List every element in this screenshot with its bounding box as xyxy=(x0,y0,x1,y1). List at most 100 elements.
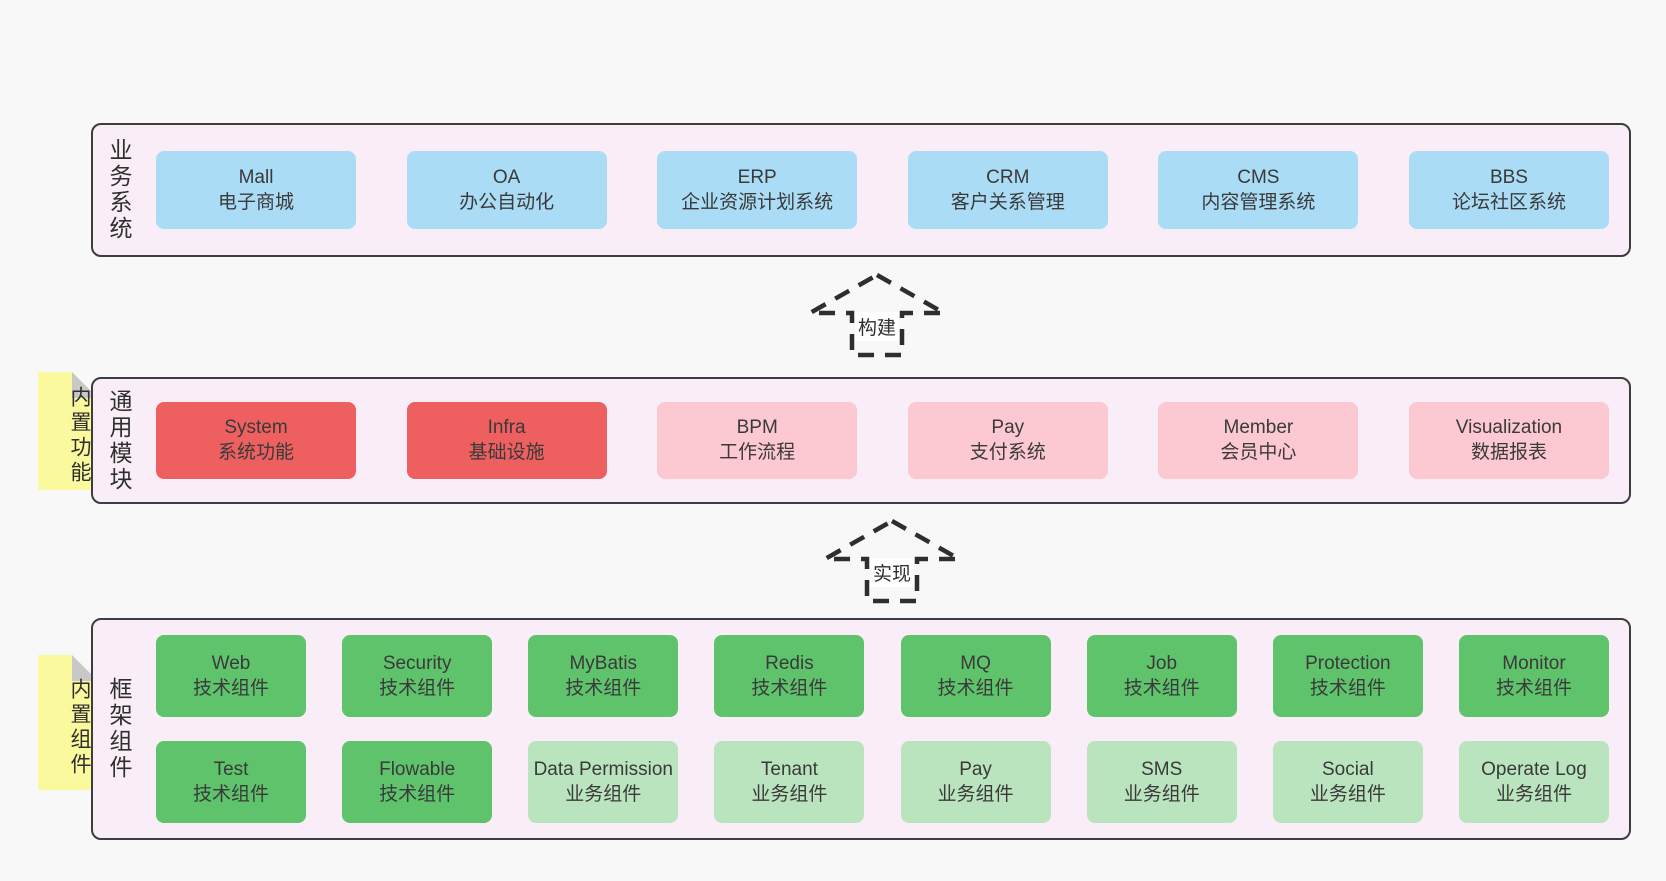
box-title: SMS xyxy=(1141,758,1183,780)
box-title: Redis xyxy=(765,652,814,674)
note-text: 内置功能 xyxy=(68,386,91,486)
box-subtitle: 内容管理系统 xyxy=(1201,191,1316,213)
box-sms: SMS 业务组件 xyxy=(1086,741,1237,823)
box-pay: Pay 业务组件 xyxy=(900,741,1051,823)
box-title: CMS xyxy=(1237,166,1280,188)
box-subtitle: 业务组件 xyxy=(1123,783,1200,805)
box-subtitle: 客户关系管理 xyxy=(950,191,1065,213)
box-redis: Redis 技术组件 xyxy=(714,635,865,717)
box-subtitle: 业务组件 xyxy=(565,783,642,805)
box-subtitle: 技术组件 xyxy=(192,783,269,805)
box-mybatis: MyBatis 技术组件 xyxy=(528,635,679,717)
section-label-business: 业务系统 xyxy=(106,138,132,242)
box-operate-log: Operate Log 业务组件 xyxy=(1458,741,1609,823)
box-subtitle: 办公自动化 xyxy=(459,191,555,213)
box-title: System xyxy=(224,417,288,438)
box-subtitle: 会员中心 xyxy=(1220,442,1297,463)
sticky-note-builtin-features: 内置功能 xyxy=(38,372,98,490)
box-title: BPM xyxy=(736,417,778,438)
box-subtitle: 技术组件 xyxy=(1495,677,1572,699)
box-title: Monitor xyxy=(1502,652,1566,674)
implement-arrow: 实现 xyxy=(816,518,968,604)
note-text: 内置组件 xyxy=(68,677,91,778)
box-title: Test xyxy=(213,758,249,780)
box-title: BBS xyxy=(1489,166,1528,188)
box-title: Visualization xyxy=(1455,417,1563,438)
box-erp: ERP 企业资源计划系统 xyxy=(657,151,858,229)
box-pay: Pay 支付系统 xyxy=(907,402,1108,479)
box-title: Member xyxy=(1223,417,1294,438)
box-security: Security 技术组件 xyxy=(342,635,493,717)
box-cms: CMS 内容管理系统 xyxy=(1158,151,1359,229)
business-boxes-row: Mall 电子商城 OA 办公自动化 ERP 企业资源计划系统 CRM 客户关系管理 CMS 内容… xyxy=(156,151,1609,229)
box-title: Job xyxy=(1146,652,1178,674)
box-title: CRM xyxy=(986,166,1030,188)
box-subtitle: 支付系统 xyxy=(969,442,1046,463)
box-bbs: BBS 论坛社区系统 xyxy=(1408,151,1609,229)
box-oa: OA 办公自动化 xyxy=(406,151,607,229)
box-subtitle: 技术组件 xyxy=(192,677,269,699)
box-title: Pay xyxy=(991,417,1025,438)
box-subtitle: 业务组件 xyxy=(1495,783,1572,805)
box-web: Web 技术组件 xyxy=(156,635,306,717)
box-test: Test 技术组件 xyxy=(156,741,306,823)
box-subtitle: 论坛社区系统 xyxy=(1451,191,1566,213)
box-mall: Mall 电子商城 xyxy=(156,151,356,229)
box-subtitle: 基础设施 xyxy=(468,442,545,463)
box-title: Infra xyxy=(487,417,526,438)
box-title: MQ xyxy=(960,652,991,674)
box-job: Job 技术组件 xyxy=(1086,635,1237,717)
box-subtitle: 电子商城 xyxy=(217,191,294,213)
box-monitor: Monitor 技术组件 xyxy=(1458,635,1609,717)
box-title: Protection xyxy=(1305,652,1391,674)
box-title: MyBatis xyxy=(569,652,638,674)
box-subtitle: 技术组件 xyxy=(379,677,456,699)
box-title: ERP xyxy=(737,166,777,188)
box-subtitle: 技术组件 xyxy=(1123,677,1200,699)
arrow-label: 实现 xyxy=(869,558,915,587)
build-arrow: 构建 xyxy=(801,272,953,358)
box-data-permission: Data Permission 业务组件 xyxy=(528,741,679,823)
box-subtitle: 技术组件 xyxy=(379,783,456,805)
box-title: Pay xyxy=(959,758,992,780)
box-title: OA xyxy=(492,166,521,188)
box-subtitle: 企业资源计划系统 xyxy=(681,191,834,213)
box-title: Data Permission xyxy=(533,758,673,780)
box-title: Mall xyxy=(238,166,274,188)
box-subtitle: 技术组件 xyxy=(751,677,828,699)
box-subtitle: 业务组件 xyxy=(751,783,828,805)
box-subtitle: 业务组件 xyxy=(937,783,1014,805)
box-subtitle: 技术组件 xyxy=(1309,677,1386,699)
box-subtitle: 技术组件 xyxy=(937,677,1014,699)
box-system: System 系统功能 xyxy=(156,402,356,479)
arrow-label: 构建 xyxy=(854,312,900,341)
box-subtitle: 数据报表 xyxy=(1470,442,1547,463)
box-subtitle: 系统功能 xyxy=(217,442,294,463)
dashed-up-arrow-icon xyxy=(801,272,953,358)
sticky-note-builtin-components: 内置组件 xyxy=(38,655,98,790)
box-protection: Protection 技术组件 xyxy=(1272,635,1423,717)
box-flowable: Flowable 技术组件 xyxy=(342,741,493,823)
box-title: Flowable xyxy=(379,758,456,780)
box-title: Operate Log xyxy=(1481,758,1587,780)
business-systems-section: 业务系统 Mall 电子商城 OA 办公自动化 ERP 企业资源计划系统 CRM 客户关系管理… xyxy=(91,123,1631,257)
box-tenant: Tenant 业务组件 xyxy=(714,741,865,823)
dashed-up-arrow-icon xyxy=(816,518,968,604)
section-label-modules: 通用模块 xyxy=(106,388,132,493)
box-member: Member 会员中心 xyxy=(1158,402,1359,479)
box-title: Tenant xyxy=(760,758,818,780)
box-visualization: Visualization 数据报表 xyxy=(1408,402,1609,479)
box-subtitle: 技术组件 xyxy=(565,677,642,699)
box-title: Security xyxy=(382,652,452,674)
box-title: Web xyxy=(211,652,251,674)
section-label-framework: 框架组件 xyxy=(106,677,132,781)
